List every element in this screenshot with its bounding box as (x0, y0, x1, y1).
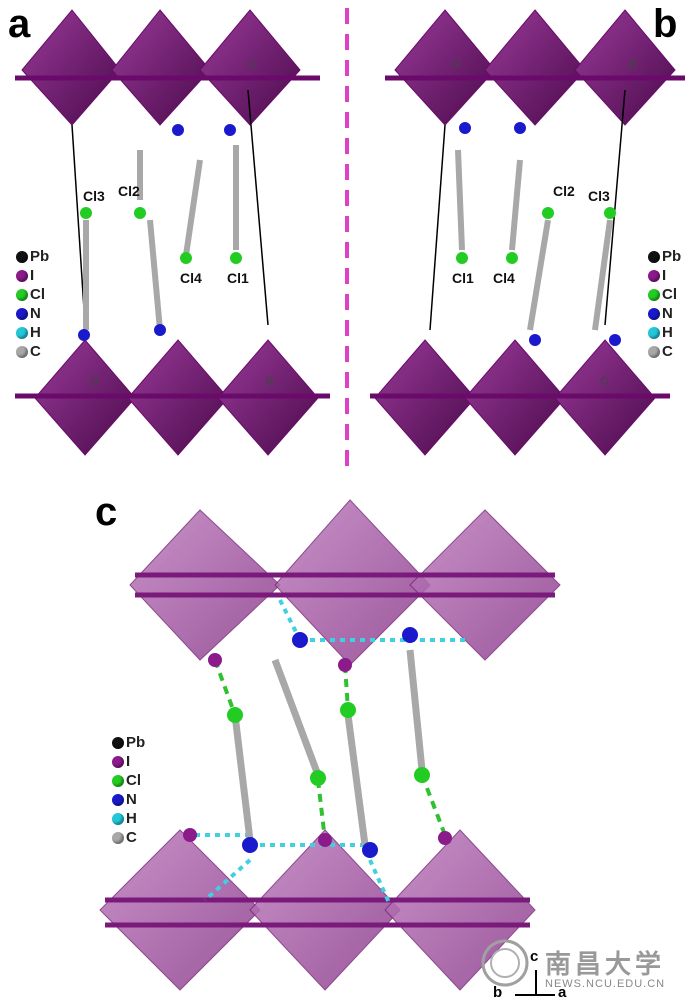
panel-b-cl1-label: Cl1 (452, 270, 474, 286)
axis-c-label: c (530, 948, 539, 965)
legend-panel-c: Pb I Cl N H C (112, 733, 145, 847)
panel-b-top-octahedra (385, 9, 685, 126)
legend-item: Cl (112, 771, 145, 790)
panel-c-molecules (183, 599, 470, 906)
legend-item: I (16, 266, 49, 285)
legend-item: I (112, 752, 145, 771)
legend-item: N (648, 304, 681, 323)
n-atom-icon (112, 793, 124, 806)
legend-item: H (16, 323, 49, 342)
legend-item: C (16, 342, 49, 361)
panel-label-a: a (8, 2, 31, 46)
c-atom-icon (16, 345, 28, 358)
panel-b-molecules (429, 89, 626, 346)
cl-atom-icon (16, 288, 28, 301)
legend-item: I (648, 266, 681, 285)
n-atom-icon (16, 307, 28, 320)
pb-atom-icon (16, 250, 28, 263)
panel-a-molecules (71, 89, 269, 341)
panel-a-cl1-label: Cl1 (227, 270, 249, 286)
axis-b-label: b (493, 984, 503, 1001)
panel-b-cl3-label: Cl3 (588, 188, 610, 204)
legend-item: Pb (112, 733, 145, 752)
panel-c-bottom-octahedra (99, 829, 536, 991)
legend-item: Pb (648, 247, 681, 266)
c-atom-icon (648, 345, 660, 358)
legend-item: C (112, 828, 145, 847)
n-atom-icon (648, 307, 660, 320)
legend-panel-a: Pb I Cl N H C (16, 247, 49, 361)
panel-b-bottom-octahedra (370, 339, 670, 456)
panel-a-cell-o-label: o (90, 372, 99, 389)
watermark-url: NEWS.NCU.EDU.CN (545, 978, 666, 990)
panel-a-top-octahedra (15, 9, 320, 126)
panel-a-cl3-label: Cl3 (83, 188, 105, 204)
panel-c-top-octahedra (129, 499, 561, 666)
panel-c-axes (515, 970, 555, 996)
cl-atom-icon (648, 288, 660, 301)
panel-a-cl4-label: Cl4 (180, 270, 202, 286)
panel-label-c: c (95, 490, 118, 534)
axis-a-label: a (558, 984, 567, 1001)
legend-item: H (648, 323, 681, 342)
panel-a-cell-c-label: c (248, 55, 256, 72)
legend-item: H (112, 809, 145, 828)
pb-atom-icon (112, 736, 124, 749)
legend-item: Cl (16, 285, 49, 304)
i-atom-icon (112, 755, 124, 768)
legend-item: N (112, 790, 145, 809)
legend-panel-b: Pb I Cl N H C (648, 247, 681, 361)
panel-a-cell-a-label: a (265, 372, 274, 389)
h-atom-icon (112, 812, 124, 825)
legend-item: C (648, 342, 681, 361)
panel-b-cell-o-label: o (452, 55, 461, 72)
cl-atom-icon (112, 774, 124, 787)
panel-b-cl2-label: Cl2 (553, 183, 575, 199)
i-atom-icon (16, 269, 28, 282)
panel-a-cl2-label: Cl2 (118, 183, 140, 199)
h-atom-icon (648, 326, 660, 339)
i-atom-icon (648, 269, 660, 282)
panel-b-cell-a-label: a (628, 55, 637, 72)
legend-item: Cl (648, 285, 681, 304)
watermark-chinese: 南昌大学 (545, 949, 666, 979)
panel-label-b: b (653, 2, 678, 46)
panel-b-cl4-label: Cl4 (493, 270, 515, 286)
h-atom-icon (16, 326, 28, 339)
c-atom-icon (112, 831, 124, 844)
legend-item: N (16, 304, 49, 323)
university-seal (481, 939, 529, 987)
panel-a-bottom-octahedra (15, 339, 330, 456)
panel-b-cell-c-label: c (600, 372, 608, 389)
legend-item: Pb (16, 247, 49, 266)
pb-atom-icon (648, 250, 660, 263)
